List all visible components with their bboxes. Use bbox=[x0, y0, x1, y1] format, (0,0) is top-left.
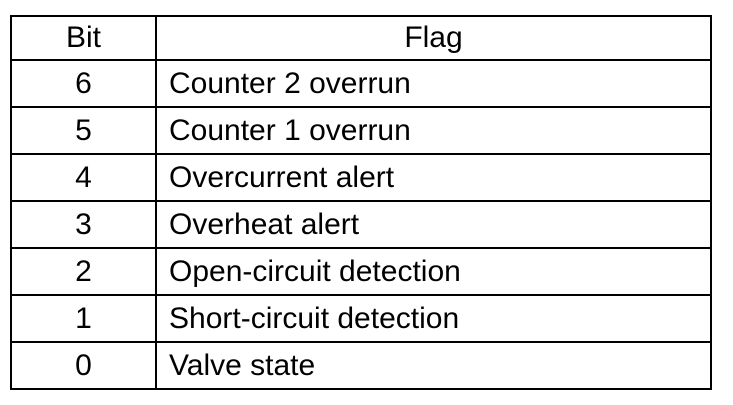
bit-value: 2 bbox=[10, 247, 157, 296]
bit-value: 1 bbox=[10, 294, 157, 343]
column-header-flag: Flag bbox=[155, 15, 712, 61]
flag-label: Overheat alert bbox=[155, 200, 712, 249]
table-row: 3 Overheat alert bbox=[10, 200, 712, 249]
column-header-bit: Bit bbox=[10, 15, 157, 61]
flag-label: Counter 2 overrun bbox=[155, 59, 712, 108]
bit-value: 6 bbox=[10, 59, 157, 108]
flag-label: Counter 1 overrun bbox=[155, 106, 712, 155]
flag-label: Open-circuit detection bbox=[155, 247, 712, 296]
flag-label: Valve state bbox=[155, 341, 712, 390]
table-header-row: Bit Flag bbox=[10, 15, 712, 61]
table-row: 5 Counter 1 overrun bbox=[10, 106, 712, 155]
table-row: 6 Counter 2 overrun bbox=[10, 59, 712, 108]
bit-value: 4 bbox=[10, 153, 157, 202]
flag-label: Overcurrent alert bbox=[155, 153, 712, 202]
bit-flag-table: Bit Flag 6 Counter 2 overrun 5 Counter 1… bbox=[10, 15, 712, 390]
table-row: 2 Open-circuit detection bbox=[10, 247, 712, 296]
bit-value: 5 bbox=[10, 106, 157, 155]
table-row: 1 Short-circuit detection bbox=[10, 294, 712, 343]
bit-value: 0 bbox=[10, 341, 157, 390]
bit-value: 3 bbox=[10, 200, 157, 249]
table-row: 0 Valve state bbox=[10, 341, 712, 390]
flag-label: Short-circuit detection bbox=[155, 294, 712, 343]
table-row: 4 Overcurrent alert bbox=[10, 153, 712, 202]
